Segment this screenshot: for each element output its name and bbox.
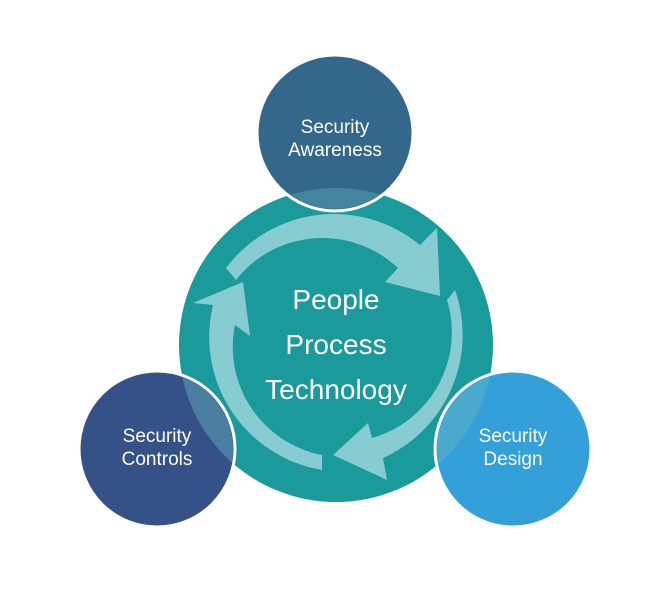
design-line-1: Security [478,426,548,447]
awareness-line-1: Security [300,117,370,138]
center-line-process: Process [285,329,387,360]
controls-line-1: Security [122,426,192,447]
design-line-2: Design [483,449,543,470]
arrow-left-icon [193,282,322,470]
center-line-people: People [292,284,380,315]
arrow-bottom-icon [333,290,463,480]
center-line-technology: Technology [265,374,407,405]
cycle-arrows [193,214,463,480]
arrow-top-icon [226,214,440,296]
awareness-line-2: Awareness [288,140,382,161]
controls-label: Security Controls [87,425,227,471]
design-label: Security Design [443,425,583,471]
center-label: People Process Technology [236,277,436,412]
awareness-label: Security Awareness [265,116,405,162]
controls-line-2: Controls [121,449,193,470]
awareness-circle [255,53,415,213]
